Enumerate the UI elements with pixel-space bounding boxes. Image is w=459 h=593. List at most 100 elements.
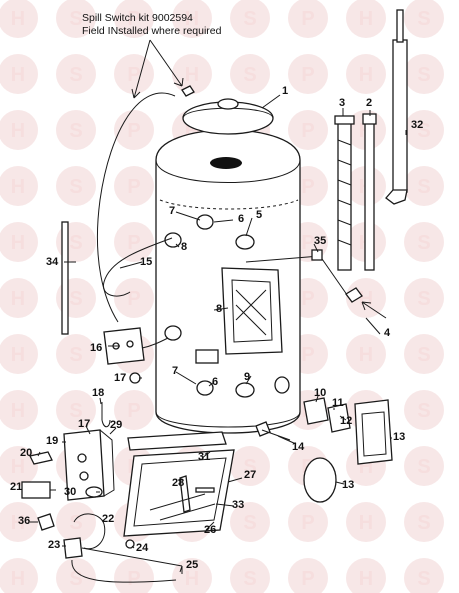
knob-36	[37, 513, 55, 531]
callout-30: 30	[64, 486, 76, 498]
watermark-letter: H	[11, 8, 25, 30]
watermark-circle	[288, 558, 328, 593]
clip-20	[29, 451, 53, 465]
fitting-14	[255, 421, 271, 437]
watermark-circle	[230, 0, 270, 38]
watermark-circle	[56, 54, 96, 94]
leader-lines	[30, 94, 407, 573]
note-arrow-right	[149, 39, 184, 87]
callout-35: 35	[314, 235, 326, 247]
anode-rod	[61, 221, 69, 335]
watermark-letter: P	[127, 400, 140, 422]
watermark-circle	[114, 110, 154, 150]
watermark-letter: H	[11, 120, 25, 142]
callout-15: 15	[140, 256, 152, 268]
watermark-letter: H	[359, 288, 373, 310]
watermark-letter: S	[69, 512, 82, 534]
watermark-letter: P	[301, 8, 314, 30]
rating-plate	[195, 349, 219, 364]
watermark-circle	[404, 0, 444, 38]
pilot-assembly-23	[63, 537, 83, 559]
watermark-circle	[288, 0, 328, 38]
watermark-circle	[404, 334, 444, 374]
watermark-letter: H	[11, 456, 25, 478]
watermark-circle	[0, 110, 38, 150]
watermark-letter: P	[301, 344, 314, 366]
watermark-letter: S	[417, 288, 430, 310]
callout-34: 34	[46, 256, 59, 268]
watermark-letter: S	[417, 344, 430, 366]
watermark-circle	[114, 558, 154, 593]
port-lower-mid	[196, 380, 214, 396]
callout-12: 12	[340, 415, 352, 427]
watermark-letter: H	[11, 288, 25, 310]
watermark-circle	[346, 54, 386, 94]
watermark-circle	[0, 446, 38, 486]
callout-5: 5	[256, 209, 262, 221]
note-arrow-left	[131, 39, 151, 99]
watermark-circle	[114, 166, 154, 206]
callout-29: 29	[110, 419, 122, 431]
watermark-letter: S	[417, 64, 430, 86]
spill-switch-cable	[96, 92, 176, 323]
watermark-circle	[0, 502, 38, 542]
callout-6: 6	[238, 213, 244, 225]
watermark-letter: S	[69, 344, 82, 366]
plate-13-lower	[303, 457, 337, 503]
watermark-letter: S	[69, 176, 82, 198]
watermark-letter: H	[11, 568, 25, 590]
watermark-circle	[346, 0, 386, 38]
watermark-letter: P	[301, 64, 314, 86]
port-upper-mid	[196, 214, 214, 230]
watermark-letter: S	[69, 568, 82, 590]
watermark-letter: S	[417, 8, 430, 30]
watermark-circle	[404, 54, 444, 94]
watermark-circle	[230, 502, 270, 542]
drain-port	[274, 376, 290, 394]
callout-33: 33	[232, 499, 244, 511]
wire-loop-22	[73, 513, 106, 550]
callout-8: 8	[181, 241, 187, 253]
callout-3: 3	[339, 97, 345, 109]
watermark-letter: P	[301, 120, 314, 142]
watermark-letter: P	[301, 288, 314, 310]
watermark-letter: S	[69, 400, 82, 422]
spill-switch-note-line1: Spill Switch kit 9002594	[82, 12, 193, 24]
callout-27: 27	[244, 469, 256, 481]
watermark-circle	[0, 278, 38, 318]
watermark-letter: P	[301, 232, 314, 254]
watermark-letter: S	[243, 456, 256, 478]
watermark-letter: H	[11, 176, 25, 198]
watermark-circle	[0, 54, 38, 94]
watermark-letter: P	[127, 64, 140, 86]
watermark-letter: H	[11, 64, 25, 86]
callout-7: 7	[169, 205, 175, 217]
watermark-circle	[288, 54, 328, 94]
watermark-letter: S	[417, 456, 430, 478]
water-heater-cylinder	[155, 98, 301, 434]
callout-25: 25	[186, 559, 198, 571]
watermark-letter: S	[69, 8, 82, 30]
watermark-circle	[288, 502, 328, 542]
callout-11: 11	[332, 397, 344, 409]
watermark-letter: P	[127, 176, 140, 198]
burner-tray	[123, 431, 235, 537]
watermark-letter: S	[69, 232, 82, 254]
watermark-letter: S	[417, 120, 430, 142]
watermark-circle	[404, 110, 444, 150]
spill-switch-note-line2: Field INstalled where required	[82, 25, 222, 37]
port-lower-right	[235, 382, 255, 398]
callout-7: 7	[172, 365, 178, 377]
callout-17: 17	[78, 418, 90, 430]
watermark-letter: H	[359, 512, 373, 534]
watermark-circle	[56, 558, 96, 593]
watermark-circle	[404, 558, 444, 593]
watermark-circle	[0, 558, 38, 593]
watermark-letter: S	[417, 176, 430, 198]
watermark-letter: H	[185, 568, 199, 590]
watermark-letter: H	[11, 232, 25, 254]
tube-25	[71, 559, 177, 583]
callout-10: 10	[314, 387, 326, 399]
callout-13: 13	[393, 431, 405, 443]
